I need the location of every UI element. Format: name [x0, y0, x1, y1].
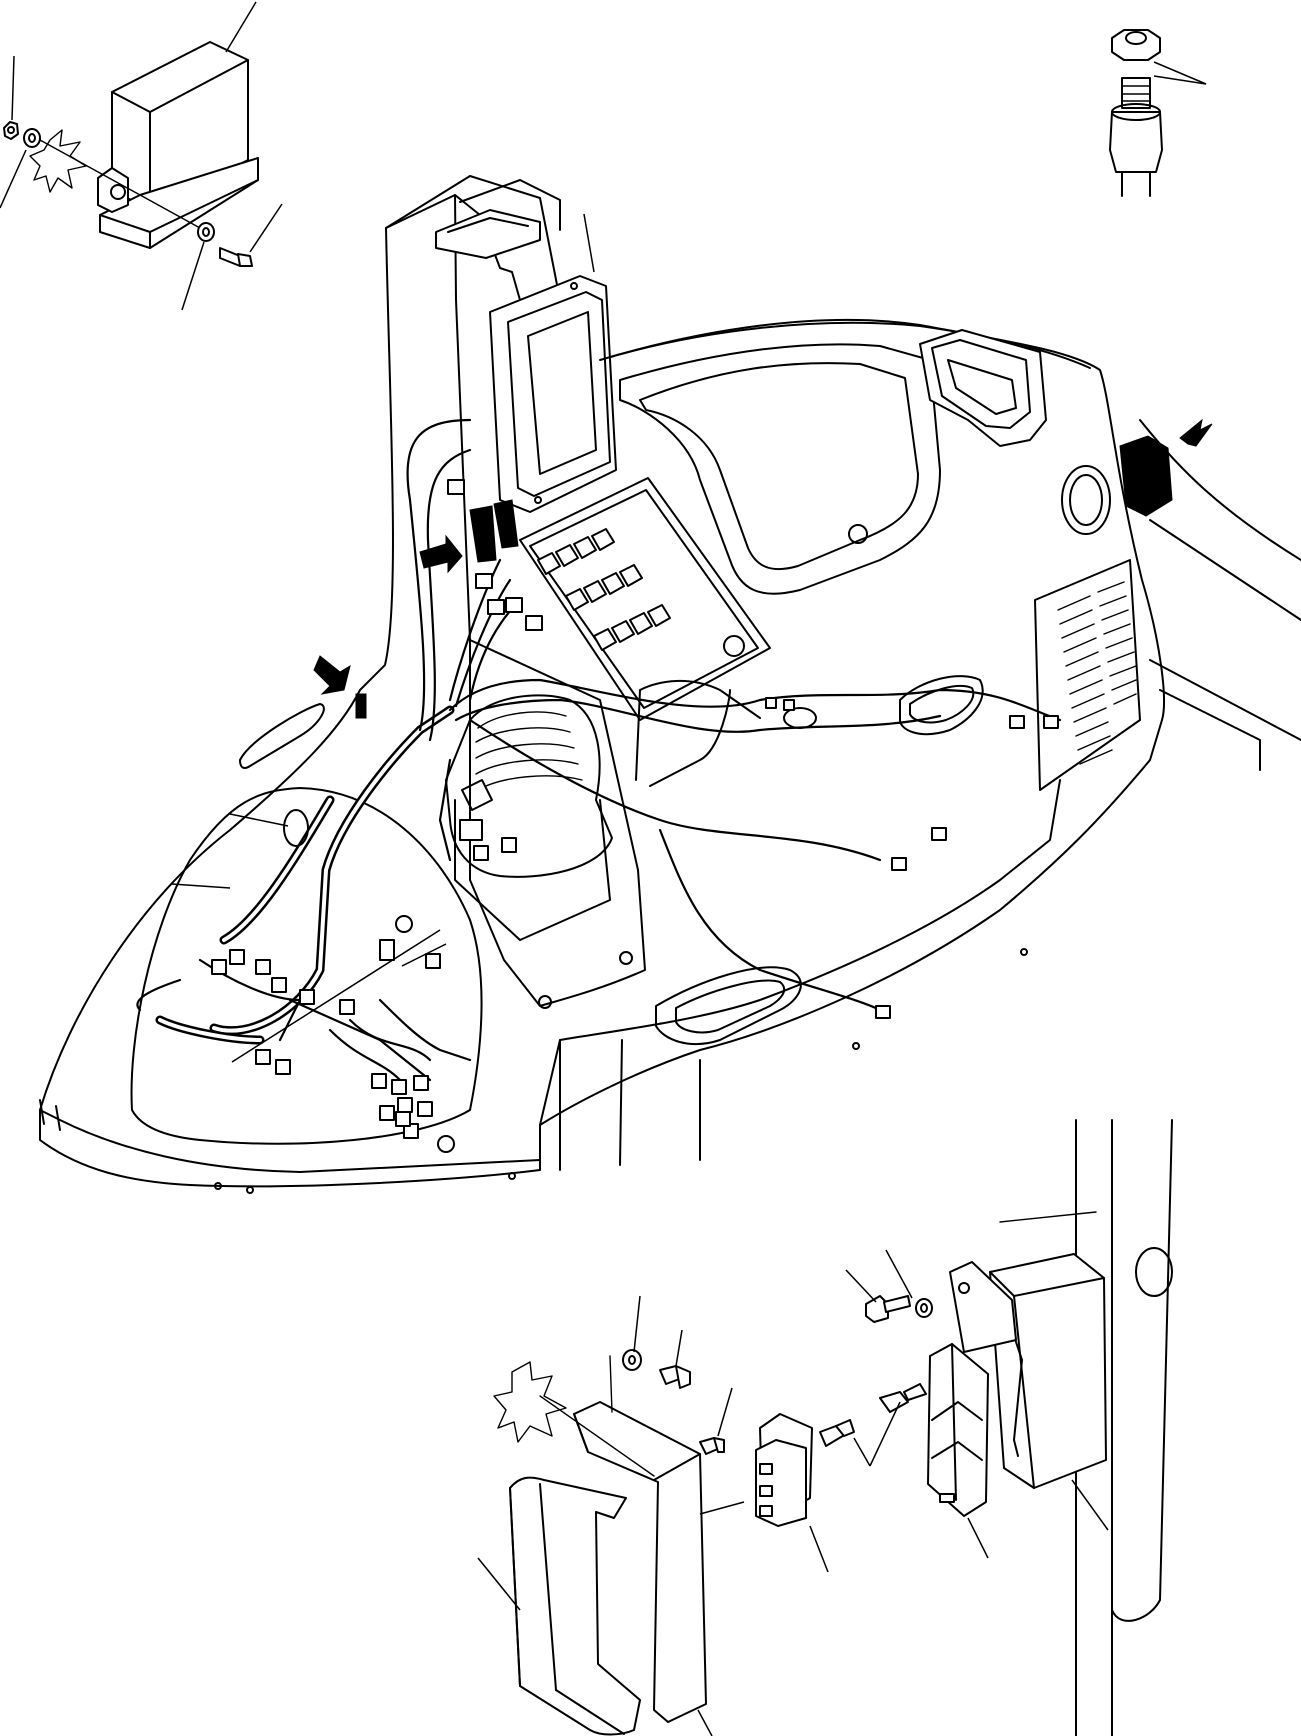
fuse-box-assembly [478, 1120, 1172, 1736]
switch-plug-part [1110, 30, 1206, 196]
bolt-part [220, 248, 252, 266]
controller-box-assembly [0, 2, 282, 310]
wiring-harness [137, 420, 1060, 1138]
switch-panel [520, 478, 770, 720]
washer-part [24, 129, 40, 147]
mounting-point-burst-icon [494, 1362, 566, 1442]
stud-nut-part [4, 122, 18, 139]
fuse-box-bolts [820, 1296, 932, 1446]
vent-grille [1035, 560, 1140, 790]
mounting-point-burst-icon [30, 130, 86, 192]
monitor-panel [490, 214, 616, 512]
harness-connectors [212, 480, 1058, 1138]
bracket-bolts [623, 1350, 724, 1454]
switch-buttons [538, 529, 670, 650]
joystick-boot [446, 695, 612, 940]
lower-washer-part [198, 223, 214, 241]
black-connector-part [1120, 420, 1212, 516]
black-arrow-markers [314, 500, 518, 718]
